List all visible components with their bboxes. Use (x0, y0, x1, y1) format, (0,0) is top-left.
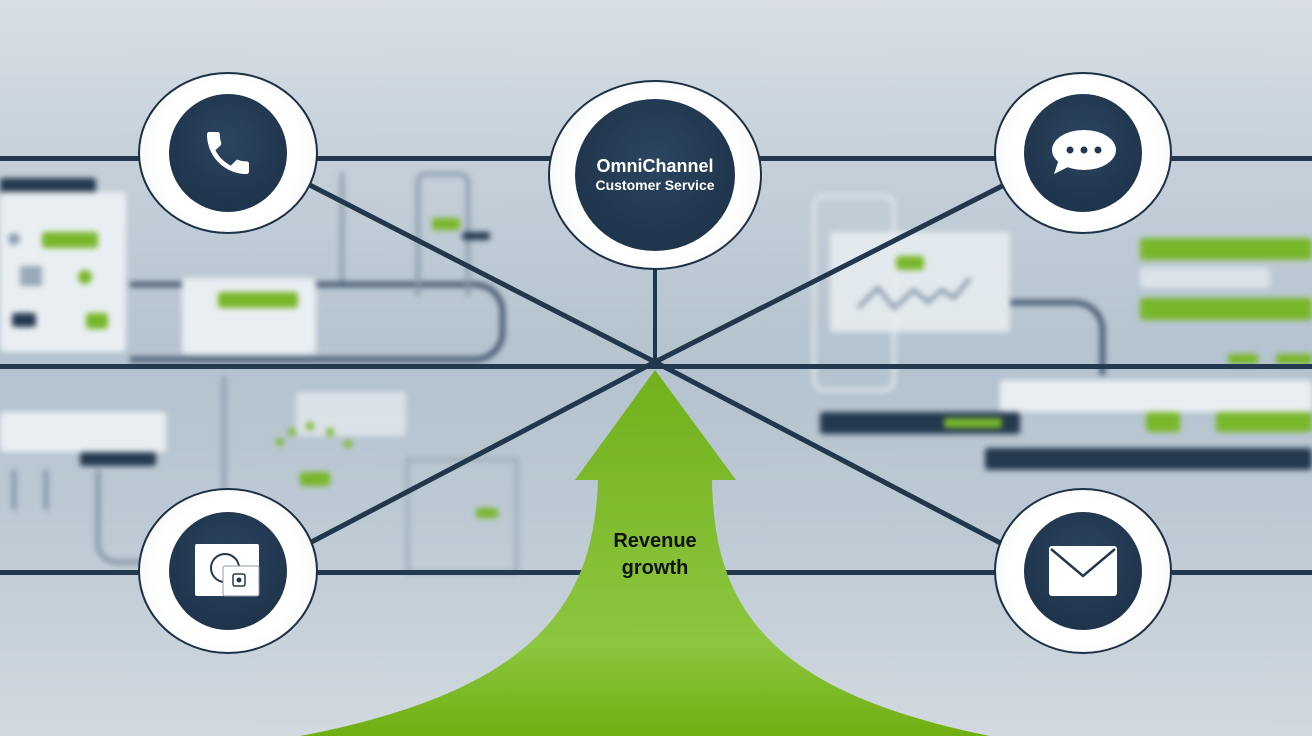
connector-line-middle (0, 364, 1312, 369)
channel-phone[interactable] (138, 72, 318, 234)
phone-icon (207, 132, 249, 174)
hub-title: OmniChannel (596, 156, 714, 176)
hub-subtitle: Customer Service (595, 177, 715, 193)
chat-bubble-icon (1052, 130, 1116, 174)
channel-chat[interactable] (994, 72, 1172, 234)
envelope-icon (1049, 546, 1117, 596)
hub-node[interactable]: OmniChannel Customer Service (548, 80, 762, 270)
channel-email[interactable] (994, 488, 1172, 654)
arrow-label: Revenue growth (613, 530, 697, 579)
channel-video[interactable] (138, 488, 318, 654)
video-call-icon (195, 544, 260, 597)
